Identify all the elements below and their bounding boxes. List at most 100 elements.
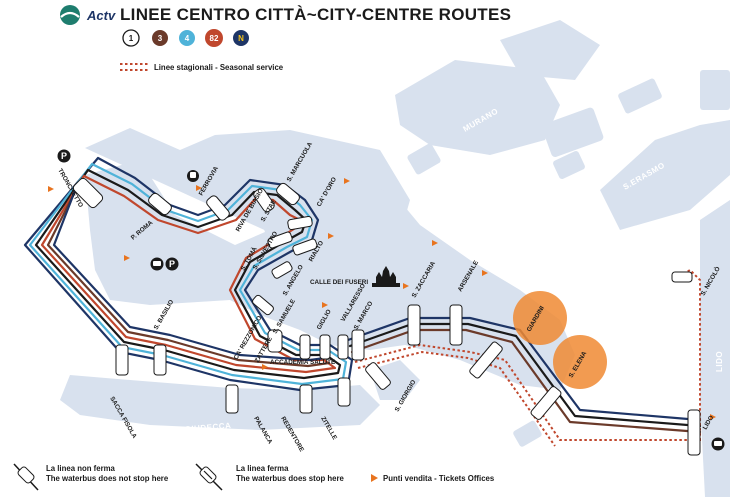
- stop-marker-marcuola: [276, 182, 300, 206]
- ticket-offices: [48, 178, 716, 420]
- land-masses: [60, 20, 730, 497]
- stop-marker-samuele: [252, 294, 274, 316]
- route-line-brown: [46, 180, 331, 368]
- area-giudecca: GIUDECCA: [184, 421, 231, 434]
- train-icon: [187, 170, 199, 182]
- murano-island-east: [500, 20, 600, 80]
- svg-text:N: N: [238, 34, 244, 43]
- svg-text:P: P: [169, 259, 175, 269]
- no-stop-symbol: [13, 463, 39, 491]
- stop-marker-nicolo: [671, 271, 693, 283]
- brand-name: Actv: [86, 8, 116, 23]
- stop-marker-giglio: [319, 334, 331, 360]
- ticket-icon: [710, 414, 716, 420]
- header: Actv LINEE CENTRO CITTÀ~CITY-CENTRE ROUT…: [60, 5, 511, 72]
- islet-3: [618, 78, 662, 114]
- legend-stop-it: La linea ferma: [236, 464, 289, 473]
- islet-1: [407, 143, 441, 175]
- east-trunk-navy: [346, 316, 702, 422]
- ticket-icon: [322, 302, 328, 308]
- giudecca-island: [60, 375, 380, 430]
- line-badge-1: 1: [122, 29, 140, 47]
- stop-marker-elena: [530, 386, 562, 420]
- stop-salute: SALUTE: [310, 359, 335, 366]
- highlight-circles: [513, 291, 607, 389]
- svg-text:4: 4: [185, 34, 190, 43]
- legend-no-stop-en: The waterbus does not stop here: [46, 474, 169, 483]
- stop-marker-sacca: [115, 344, 129, 376]
- seasonal-legend-label: Linee stagionali - Seasonal service: [154, 63, 284, 72]
- east-trunk-black: [348, 322, 702, 428]
- ticket-legend-icon: [371, 474, 378, 482]
- s-erasmo-island: [600, 120, 730, 230]
- stop-marker-giardini: [469, 341, 503, 379]
- legend-stop-en: The waterbus does stop here: [236, 474, 345, 483]
- stop-symbol: [195, 463, 223, 491]
- line-badge-4: 4: [179, 30, 195, 46]
- ticket-icon: [48, 186, 54, 192]
- line-badge-N: N: [233, 30, 249, 46]
- line-badge-82: 82: [205, 29, 223, 47]
- stop-markers: [72, 177, 701, 456]
- stop-marker-redentore: [299, 384, 313, 414]
- islet-2: [553, 151, 585, 179]
- page-title: LINEE CENTRO CITTÀ~CITY-CENTRE ROUTES: [120, 5, 511, 24]
- stop-marker-rialto: [292, 238, 318, 256]
- legend-no-stop-it: La linea non ferma: [46, 464, 116, 473]
- stop-marker-s-marco: [351, 329, 365, 361]
- bus-icon: [150, 257, 164, 271]
- seasonal-legend: Linee stagionali - Seasonal service: [120, 63, 284, 72]
- actv-logo: Actv: [60, 5, 116, 25]
- svg-text:3: 3: [158, 34, 163, 43]
- parking-icon: P: [165, 257, 179, 271]
- stop-calle-dei-fuseri: CALLE DEI FUSERI: [310, 279, 368, 286]
- svg-text:P: P: [61, 151, 67, 161]
- murano-block: [541, 107, 604, 158]
- stop-marker-zaccaria: [407, 304, 421, 346]
- stop-marker-ferrovia: [206, 195, 230, 221]
- stop-marker-p-roma: [148, 192, 172, 216]
- stop-marker-arsenale: [449, 304, 463, 346]
- seasonal-route-b: [357, 350, 556, 447]
- ticket-icon: [432, 240, 438, 246]
- ticket-icon: [403, 283, 409, 289]
- stop-marker-angelo: [271, 261, 293, 279]
- east-trunk-brown: [350, 328, 702, 434]
- area-lido: LIDO: [715, 351, 724, 372]
- bus-icon: [711, 437, 725, 451]
- stop-marker-stae: [287, 215, 313, 231]
- stop-marker-palanca: [225, 384, 239, 414]
- stop-marker-accademia: [299, 334, 311, 360]
- islet-4: [700, 70, 730, 110]
- ticket-icon: [196, 185, 202, 191]
- ticket-icon: [262, 364, 268, 370]
- stop-marker-giorgio: [365, 362, 391, 390]
- stop-accademia: ACCADEMIA: [270, 359, 309, 366]
- stop-marker-riva: [253, 187, 275, 213]
- ticket-icon: [344, 178, 350, 184]
- islet-5: [513, 420, 542, 447]
- landmark-icon: [372, 266, 400, 287]
- stop-marker-zitelle: [337, 377, 351, 407]
- giardini-highlight: [513, 291, 567, 345]
- lido-island: [700, 200, 730, 497]
- line-badge-3: 3: [152, 30, 168, 46]
- ticket-icon: [328, 233, 334, 239]
- svg-text:82: 82: [210, 34, 219, 43]
- legend: La linea non ferma The waterbus does not…: [13, 463, 495, 491]
- transport-symbols: P P: [57, 149, 725, 451]
- line-badges: 1 3 4 82 N: [122, 29, 249, 47]
- route-line-red: [40, 174, 337, 374]
- stop-marker-tronchetto: [72, 177, 104, 209]
- route-line-navy-2: [52, 186, 327, 362]
- ticket-icon: [124, 255, 130, 261]
- seasonal-routes: [354, 268, 701, 447]
- stop-marker-basilio: [153, 344, 167, 376]
- stop-marker-salute: [337, 334, 349, 360]
- stop-marker-zattere: [267, 329, 283, 353]
- stop-marker-lido: [687, 409, 701, 456]
- ticket-icon: [482, 270, 488, 276]
- s-elena-highlight: [553, 335, 607, 389]
